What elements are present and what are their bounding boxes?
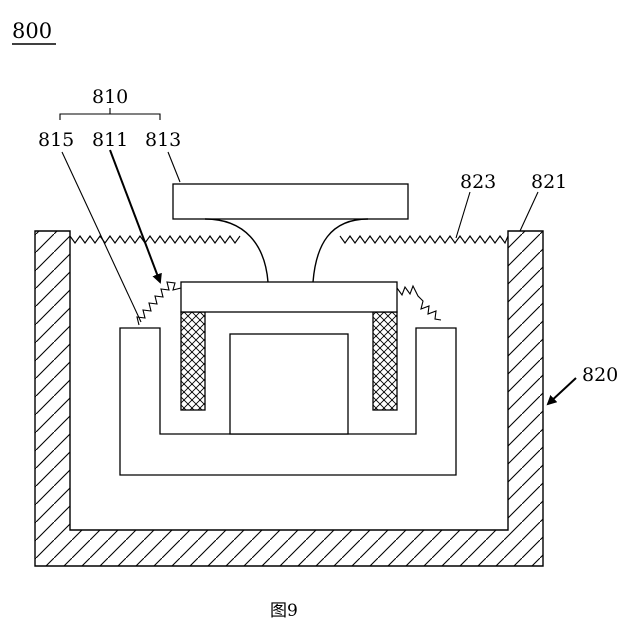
label-810: 810 [92, 86, 128, 108]
right-pad-crosshatched [373, 312, 397, 410]
central-block [230, 334, 348, 434]
label-823: 823 [460, 171, 496, 193]
label-813: 813 [145, 129, 181, 151]
left-curved-support [205, 219, 268, 282]
left-surface-zigzag [70, 236, 240, 243]
label-820: 820 [582, 364, 618, 386]
leader-811 [110, 150, 160, 282]
left-slope-zigzag [137, 282, 181, 325]
group-810-brace [60, 108, 160, 120]
label-811: 811 [92, 129, 128, 151]
right-surface-zigzag [340, 236, 508, 243]
figure-caption: 图9 [270, 601, 298, 621]
inner-top-plate [181, 282, 397, 312]
leader-823 [456, 192, 470, 238]
figure-number-label: 800 [12, 19, 52, 43]
right-curved-support [313, 219, 368, 282]
left-pad-crosshatched [181, 312, 205, 410]
label-821: 821 [531, 171, 567, 193]
upper-plate [173, 184, 408, 219]
label-815: 815 [38, 129, 74, 151]
right-slope-zigzag [397, 286, 441, 320]
leader-813 [168, 152, 180, 182]
leader-821 [520, 192, 538, 231]
leader-820 [548, 378, 576, 404]
